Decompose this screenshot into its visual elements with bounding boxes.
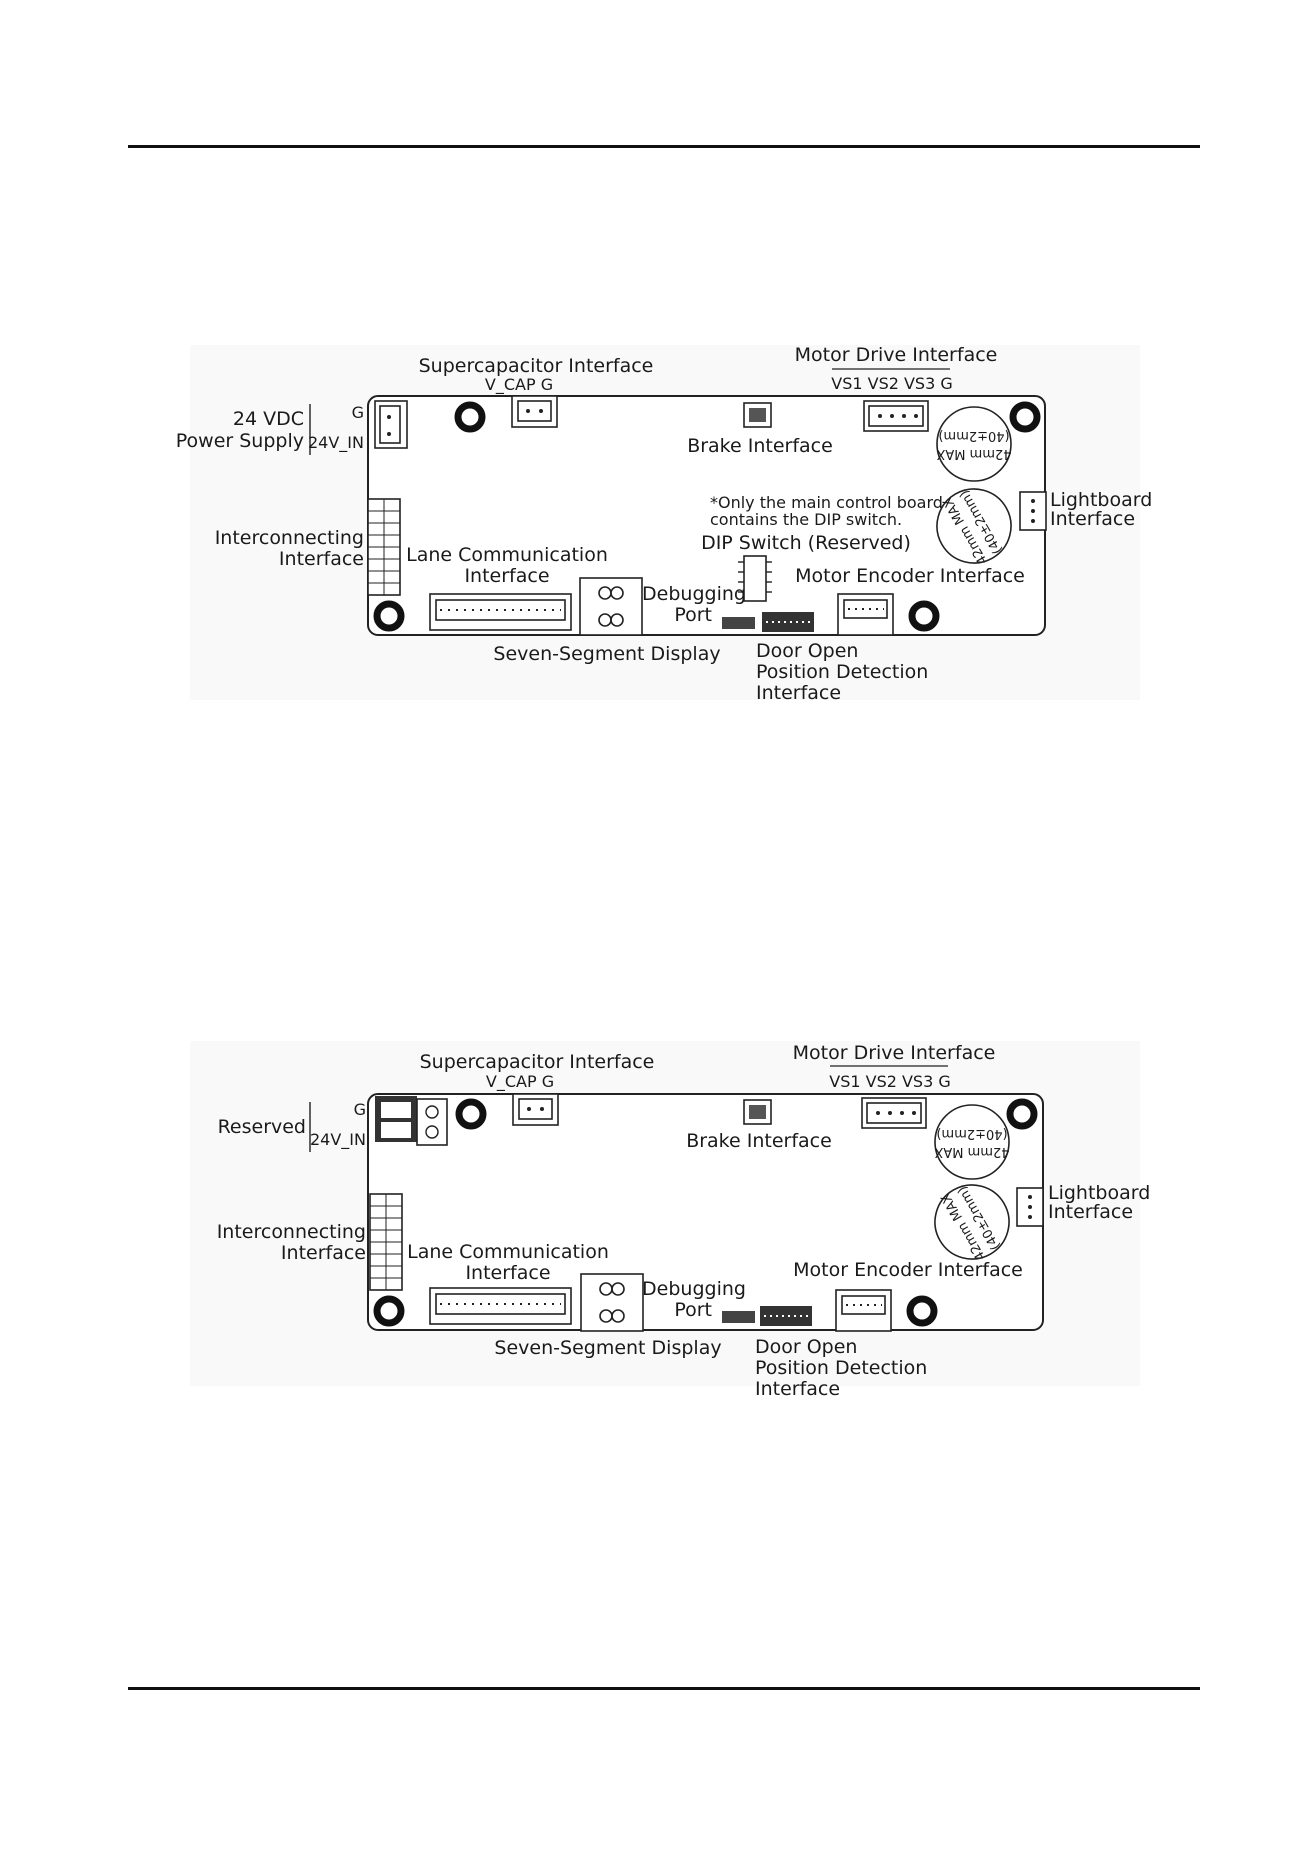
debugging-label-1: Debugging [642, 583, 746, 605]
footer-rule [128, 1687, 1200, 1690]
mounting-hole [455, 1098, 487, 1130]
mounting-hole [1009, 401, 1041, 433]
power-label-1: Reserved [218, 1116, 306, 1138]
seven-segment-label: Seven-Segment Display [494, 1337, 721, 1359]
capacitor-a-text-2: (40±2mm) [936, 1126, 1007, 1141]
door-open-label-1: Door Open [755, 1336, 857, 1358]
mounting-hole [373, 600, 405, 632]
brake-connector [743, 402, 772, 428]
dip-note-2: contains the DIP switch. [710, 510, 902, 529]
dip-switch-label: DIP Switch (Reserved) [701, 532, 911, 554]
lane-communication-connector-body [435, 599, 566, 621]
supercap-connector-body [517, 400, 552, 422]
capacitor-a: 42mm MAX (40±2mm) [936, 406, 1012, 482]
mounting-hole [908, 600, 940, 632]
lane-communication-label-2: Interface [464, 565, 549, 587]
mounting-hole [1006, 1098, 1038, 1130]
power-label-2: Power Supply [176, 430, 304, 452]
capacitor-a-text-2: (40±2mm) [938, 428, 1009, 443]
mounting-hole [906, 1295, 938, 1327]
capacitor-a-text-1: 42mm MAX [934, 1144, 1009, 1159]
lightboard-label-2: Interface [1050, 508, 1135, 530]
motor-encoder-label: Motor Encoder Interface [795, 565, 1025, 587]
motor-drive-label: Motor Drive Interface [793, 1042, 996, 1064]
mounting-hole [373, 1295, 405, 1327]
power-connector-body [379, 405, 401, 444]
capacitor-a: 42mm MAX (40±2mm) [934, 1104, 1010, 1180]
board-diagram-bottom: Reserved G 24V_IN Supercapacitor Interfa… [190, 1041, 1150, 1400]
board-diagram-top: 24 VDC Power Supply G 24V_IN Supercapaci… [176, 344, 1153, 704]
dip-note-1: *Only the main control board [710, 493, 943, 512]
lane-communication-label-2: Interface [465, 1262, 550, 1284]
door-open-label-3: Interface [755, 1378, 840, 1400]
supercap-label: Supercapacitor Interface [420, 1051, 655, 1073]
door-open-connector [762, 612, 814, 632]
debugging-label-1: Debugging [642, 1278, 746, 1300]
lane-communication-label-1: Lane Communication [406, 544, 608, 566]
supercap-connector-body [518, 1098, 553, 1120]
motor-encoder-label: Motor Encoder Interface [793, 1259, 1023, 1281]
motor-drive-pins: VS1 VS2 VS3 G [829, 1072, 951, 1091]
mounting-hole [454, 401, 486, 433]
motor-drive-connector-body [866, 1102, 922, 1124]
motor-drive-label: Motor Drive Interface [795, 344, 998, 366]
door-open-label-2: Position Detection [755, 1357, 927, 1379]
header-rule [128, 145, 1200, 148]
door-open-label-1: Door Open [756, 640, 858, 662]
interconnecting-label-1: Interconnecting [215, 527, 364, 549]
motor-encoder-connector-body [843, 599, 888, 619]
door-open-label-3: Interface [756, 682, 841, 704]
motor-drive-connector-body [868, 405, 924, 427]
supercap-label: Supercapacitor Interface [419, 355, 654, 377]
brake-label: Brake Interface [686, 1130, 832, 1152]
interconnecting-label-2: Interface [279, 548, 364, 570]
lightboard-label-2: Interface [1048, 1201, 1133, 1223]
debugging-label-2: Port [674, 604, 712, 626]
door-open-label-2: Position Detection [756, 661, 928, 683]
lightboard-label-1: Lightboard [1050, 489, 1152, 511]
supercap-pins: V_CAP G [486, 1072, 554, 1092]
pin-g-label: G [354, 1100, 366, 1119]
lane-communication-connector-body [435, 1293, 566, 1315]
brake-label: Brake Interface [687, 435, 833, 457]
pin-24v-label: 24V_IN [308, 433, 364, 453]
supercap-pins: V_CAP G [485, 375, 553, 395]
interconnecting-label-2: Interface [281, 1242, 366, 1264]
seven-segment-label: Seven-Segment Display [493, 643, 720, 665]
motor-drive-pins: VS1 VS2 VS3 G [831, 374, 953, 393]
lane-communication-label-1: Lane Communication [407, 1241, 609, 1263]
debugging-label-2: Port [674, 1299, 712, 1321]
seven-segment-display [579, 577, 643, 636]
dip-switch [743, 555, 767, 602]
pin-24v-label: 24V_IN [310, 1130, 366, 1150]
interconnecting-label-1: Interconnecting [217, 1221, 366, 1243]
motor-encoder-connector-body [841, 1295, 886, 1315]
door-open-connector [760, 1306, 812, 1326]
power-label-1: 24 VDC [233, 408, 304, 430]
lightboard-label-1: Lightboard [1048, 1182, 1150, 1204]
seven-segment-display [580, 1273, 644, 1332]
pin-g-label: G [352, 403, 364, 422]
capacitor-a-text-1: 42mm MAX [936, 446, 1011, 461]
